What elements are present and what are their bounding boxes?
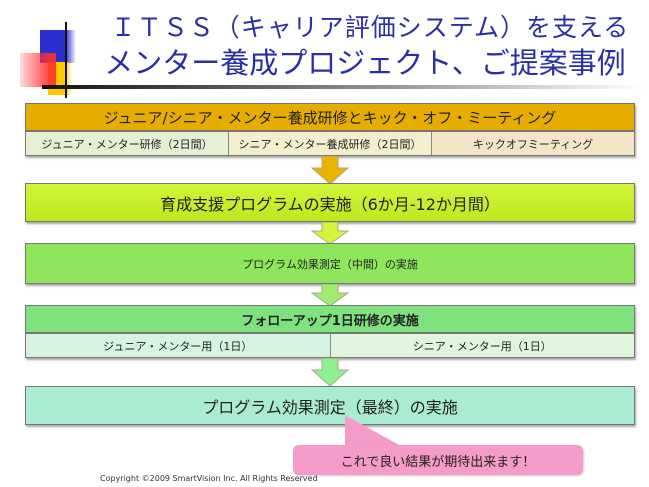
step-1-sub-2: シニア・メンター養成研修（2日間） bbox=[229, 132, 432, 155]
step-2: 育成支援プログラムの実施（6か月-12か月間） bbox=[25, 183, 635, 222]
step-2-label: 育成支援プログラムの実施（6か月-12か月間） bbox=[160, 194, 500, 214]
arrow-down-icon bbox=[310, 222, 350, 244]
title-line-2: メンター養成プロジェクト、ご提案事例 bbox=[104, 46, 626, 80]
step-1-sub-1: ジュニア・メンター研修（2日間） bbox=[26, 132, 229, 155]
step-4-header: フォローアップ1日研修の実施 bbox=[25, 305, 635, 333]
step-5: プログラム効果測定（最終）の実施 bbox=[25, 386, 635, 425]
step-1-subrow: ジュニア・メンター研修（2日間） シニア・メンター養成研修（2日間） キックオフ… bbox=[25, 131, 635, 156]
callout-text: これで良い結果が期待出来ます！ bbox=[340, 454, 536, 470]
callout-bubble: これで良い結果が期待出来ます！ bbox=[293, 445, 583, 475]
deco-red-square bbox=[20, 53, 56, 87]
arrow-down-icon bbox=[310, 156, 350, 184]
step-4-subrow: ジュニア・メンター用（1日） シニア・メンター用（1日） bbox=[25, 333, 635, 358]
arrow-down-icon bbox=[310, 284, 350, 306]
step-4-sub-1: ジュニア・メンター用（1日） bbox=[26, 334, 331, 357]
step-3: プログラム効果測定（中間）の実施 bbox=[25, 243, 635, 284]
step-1-label: ジュニア/シニア・メンター養成研修とキック・オフ・ミーティング bbox=[103, 108, 557, 127]
step-4-label: フォローアップ1日研修の実施 bbox=[241, 313, 419, 329]
callout-tail bbox=[345, 415, 410, 451]
step-5-label: プログラム効果測定（最終）の実施 bbox=[202, 397, 458, 417]
copyright: Copyright ©2009 SmartVision Inc. All Rig… bbox=[100, 474, 318, 483]
arrow-down-icon bbox=[310, 358, 350, 386]
deco-vertical-line bbox=[65, 22, 67, 98]
title-underline bbox=[42, 85, 642, 89]
step-1-sub-3: キックオフミーティング bbox=[432, 132, 634, 155]
step-1-header: ジュニア/シニア・メンター養成研修とキック・オフ・ミーティング bbox=[25, 103, 635, 131]
step-3-label: プログラム効果測定（中間）の実施 bbox=[242, 257, 418, 271]
step-4-sub-2: シニア・メンター用（1日） bbox=[330, 334, 634, 357]
title-line-1: ＩＴＳＳ（キャリア評価システム）を支える bbox=[110, 13, 630, 42]
